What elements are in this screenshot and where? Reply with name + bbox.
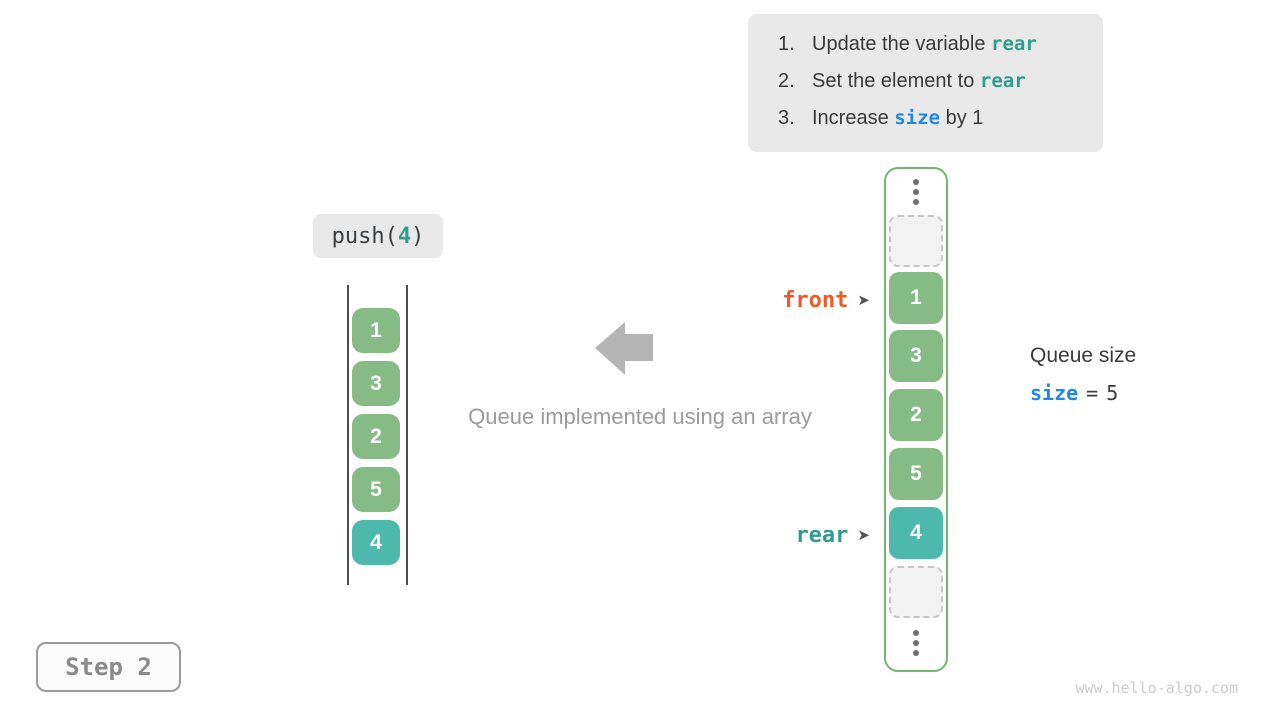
stack-cell: 4 <box>352 520 400 565</box>
list-number: 1. <box>778 33 795 55</box>
queue-size-title: Queue size <box>1030 344 1137 367</box>
rear-pointer: rear ➤ <box>765 522 870 548</box>
code-token-size: size <box>1030 381 1079 405</box>
watermark: www.hello-algo.com <box>1075 679 1238 697</box>
stack-cell: 2 <box>352 414 400 459</box>
stack-cell: 1 <box>352 308 400 353</box>
array-cell: 4 <box>889 507 943 559</box>
queue-size-value-line: size = 5 <box>1030 381 1136 405</box>
operation-close: ) <box>411 223 425 249</box>
code-token-rear: rear <box>991 33 1037 55</box>
queue-size-panel: Queue size size = 5 <box>1030 344 1136 405</box>
array-empty-slot <box>889 215 943 267</box>
code-token-size: size <box>894 107 941 129</box>
stack-cell: 3 <box>352 361 400 406</box>
array-container: 1 3 2 5 4 <box>884 167 948 672</box>
rear-pointer-label: rear <box>795 522 849 548</box>
instruction-item-2: 2. Set the element to rear <box>778 70 1103 97</box>
left-stack: 1 3 2 5 4 <box>352 308 400 565</box>
instruction-item-1: 1. Update the variable rear <box>778 33 1103 60</box>
ellipsis-top-icon <box>886 179 946 205</box>
instruction-text: Update the variable rear <box>812 33 1037 55</box>
array-cell: 5 <box>889 448 943 500</box>
queue-size-value: 5 <box>1106 381 1119 405</box>
array-empty-slot <box>889 566 943 618</box>
array-cell: 2 <box>889 389 943 441</box>
operation-label: push(4) <box>313 214 443 258</box>
stack-cell: 5 <box>352 467 400 512</box>
arrowhead-right-icon: ➤ <box>857 291 870 309</box>
equals-sign: = <box>1086 381 1099 405</box>
front-pointer-label: front <box>782 287 849 313</box>
left-arrow-icon <box>595 322 655 381</box>
step-badge: Step 2 <box>36 642 181 692</box>
instruction-box: 1. Update the variable rear 2. Set the e… <box>748 14 1103 152</box>
ellipsis-bottom-icon <box>886 630 946 656</box>
caption: Queue implemented using an array <box>468 404 812 429</box>
operation-fn: push( <box>331 223 398 249</box>
stack-rail-right <box>406 285 408 585</box>
front-pointer: front ➤ <box>765 287 870 313</box>
list-number: 3. <box>778 107 795 129</box>
array-cell: 1 <box>889 272 943 324</box>
instruction-text: Set the element to rear <box>812 70 1026 92</box>
list-number: 2. <box>778 70 795 92</box>
array-cell: 3 <box>889 330 943 382</box>
operation-arg: 4 <box>397 223 412 249</box>
arrowhead-right-icon: ➤ <box>857 526 870 544</box>
stack-rail-left <box>347 285 349 585</box>
code-token-rear: rear <box>979 70 1026 92</box>
instruction-item-3: 3. Increase size by 1 <box>778 107 1103 134</box>
instruction-text: Increase size by 1 <box>812 107 984 129</box>
